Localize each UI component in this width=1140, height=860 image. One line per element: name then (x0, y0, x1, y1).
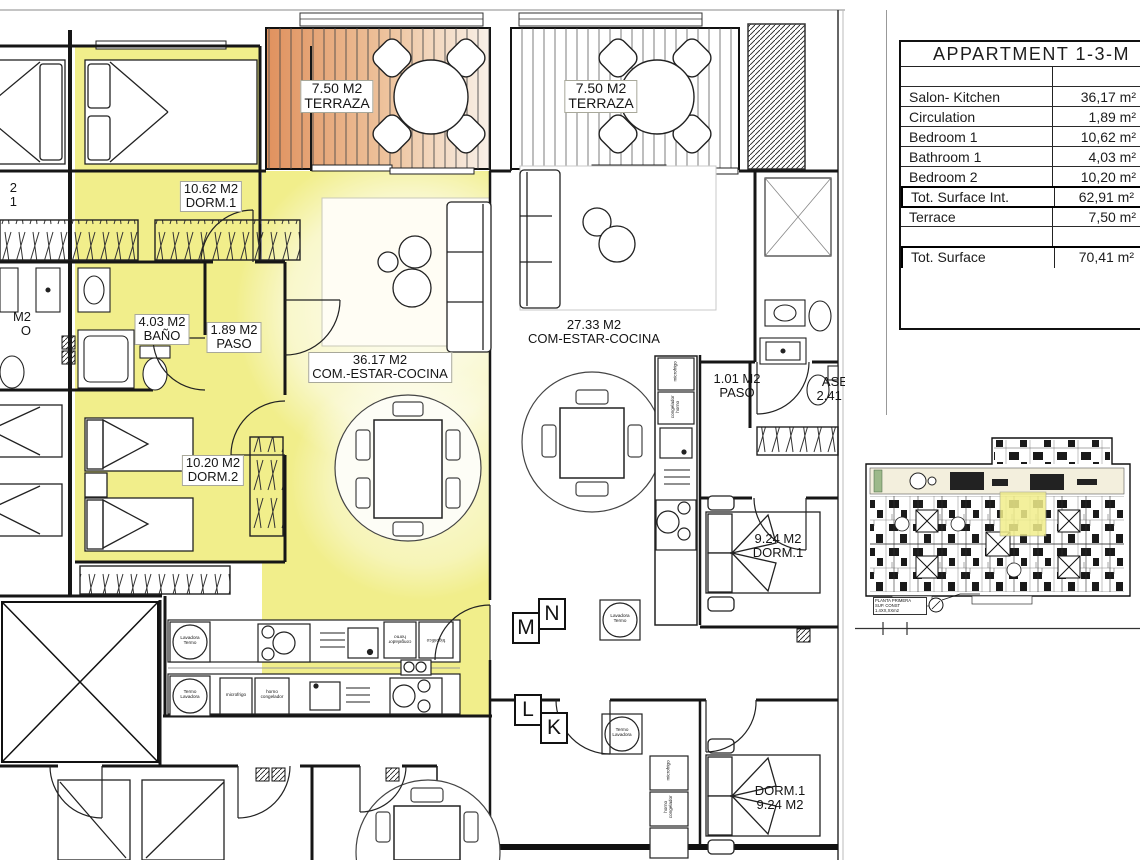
table-row (901, 227, 1140, 247)
appliance-label: horno congelador (663, 795, 673, 819)
appliance-label: congelador horno (670, 395, 680, 419)
sheet-divider-line (886, 10, 887, 415)
bed-mirrored (0, 59, 66, 165)
dining-left (334, 394, 482, 542)
room-label-aseo: ASEO2.41 M2 (816, 374, 845, 404)
bed-dorm1-right (705, 495, 821, 612)
core-letter-l: L (514, 694, 542, 726)
kitchen-left (167, 619, 461, 717)
appliance-label: Termo Lavadora (180, 689, 200, 699)
dining-right (521, 371, 663, 513)
beds (0, 59, 821, 860)
scale-bar (855, 622, 1140, 635)
walls (0, 28, 838, 860)
railing (299, 12, 806, 170)
core-letter-m: M (512, 612, 540, 644)
appliance-label: Lavadora Termo (610, 613, 630, 623)
appliance-label: Lavadora Termo (180, 635, 200, 645)
sofas (377, 169, 636, 353)
terrace-table-set (372, 38, 486, 154)
key-plan (865, 437, 1131, 613)
appliance-label: microfrigo (672, 361, 678, 382)
kitchen-right (654, 355, 698, 626)
core-letter-k: K (540, 712, 568, 744)
terrace-table-set (598, 38, 712, 154)
bed-dorm1 (84, 59, 258, 165)
laundry-right (599, 599, 689, 859)
appliance-label: microfrigo (665, 760, 671, 781)
beds-bottom-left (57, 779, 225, 860)
area-table-title: APPARTMENT 1-3-M (901, 42, 1140, 67)
vent-shafts (61, 335, 811, 782)
appliance-label: Termo Lavadora (612, 727, 632, 737)
dining-bottom (355, 779, 501, 860)
bathroom-fixtures (0, 177, 839, 406)
sheet-frame (0, 9, 845, 860)
bed-bottom-right (705, 738, 821, 855)
beds-mirrored-lower (0, 404, 63, 537)
appliance-label: congelador horno (388, 634, 412, 645)
stairwell (1, 601, 159, 763)
appliance-label: microfrigo (225, 692, 247, 697)
appliance-label: horno congelador (260, 689, 284, 699)
appliance-label: frigorifico (426, 637, 446, 643)
wardrobes (0, 219, 839, 595)
core-letter-n: N (538, 598, 566, 630)
floor-plan-drawing (0, 9, 845, 860)
key-plan-caption: PLANTA PRIMERA SUP. CONST 1.4XX,XXm2 (873, 597, 927, 616)
table-row-total-interior: Tot. Surface Int.62,91 m² (901, 186, 1140, 208)
beds-dorm2 (84, 417, 194, 552)
table-row (901, 67, 1140, 87)
